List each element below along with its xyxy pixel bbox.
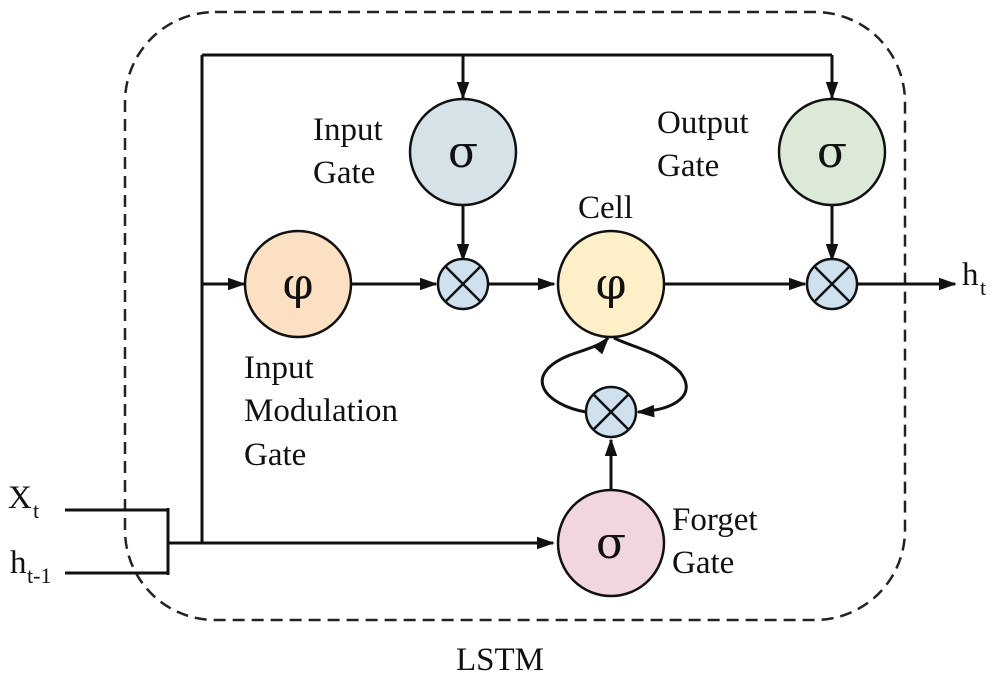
forget-gate-label-line-1: Forget	[672, 502, 758, 538]
cell-node	[556, 229, 666, 339]
output-gate-node	[777, 97, 887, 207]
input-modulation-gate-label-line-2: Modulation	[244, 393, 398, 429]
input-modulation-gate-label-line-3: Gate	[244, 437, 306, 473]
input-gate-symbol: σ	[448, 127, 478, 178]
output-h-subscript: t	[980, 275, 986, 300]
output-gate-label-line-2: Gate	[657, 148, 719, 184]
diagram-title: LSTM	[456, 642, 544, 678]
forget-multiply-node	[584, 385, 638, 439]
cell-loop-right-wire	[613, 336, 688, 418]
forget-gate-symbol: σ	[596, 518, 626, 569]
input-gate-node	[408, 97, 518, 207]
forget-gate-node	[556, 488, 666, 598]
input-x-subscript: t	[33, 498, 39, 523]
input-gate-label-line-1: Input	[313, 112, 383, 148]
input-x-label: X	[8, 480, 32, 516]
output-multiply-node	[805, 257, 859, 311]
cell-symbol: φ	[596, 259, 627, 310]
forget-gate-label-line-2: Gate	[672, 545, 734, 581]
input-multiply-node	[436, 257, 490, 311]
output-gate-symbol: σ	[817, 127, 847, 178]
output-h-label: h	[962, 257, 979, 293]
cell-loop-left-wire	[540, 336, 610, 414]
input-modulation-gate-node	[243, 229, 353, 339]
lstm-boundary	[123, 10, 907, 622]
output-gate-label-line-1: Output	[657, 105, 749, 141]
input-modulation-gate-symbol: φ	[283, 259, 314, 310]
input-h-label: h	[10, 545, 27, 581]
input-gate-label-line-2: Gate	[313, 155, 375, 191]
cell-label: Cell	[578, 190, 633, 226]
input-h-subscript: t-1	[27, 563, 51, 588]
input-modulation-gate-label-line-1: Input	[244, 350, 314, 386]
